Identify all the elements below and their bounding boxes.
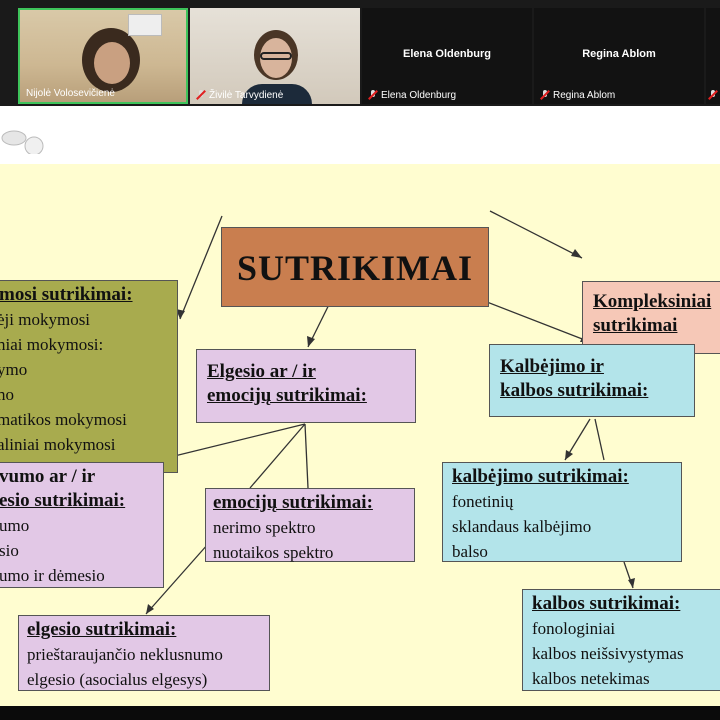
speaking-item: fonetinių	[452, 492, 514, 511]
behavior-item: prieštaraujančio neklusnumo	[27, 645, 223, 664]
participant-name: Nijolė Volosevičienė	[26, 88, 115, 99]
speaking-heading: kalbėjimo sutrikimai:	[452, 466, 629, 487]
mic-muted-icon	[540, 90, 550, 100]
learning-item: niai mokymosi:	[0, 335, 104, 354]
language-item: fonologiniai	[532, 619, 616, 638]
learning-item: ėji mokymosi	[0, 310, 91, 329]
shared-screen: SUTRIKIMAI mosi sutrikimai: ėji mokymosi…	[0, 106, 720, 706]
attention-item: umo ir dėmesio	[0, 566, 105, 585]
complex-line2: sutrikimai	[593, 315, 678, 336]
behavior-heading: elgesio sutrikimai:	[27, 619, 177, 640]
emotion-heading: emocijų sutrikimai:	[213, 492, 373, 513]
participant-name: Regina Ablom	[540, 90, 615, 101]
behavior-item: elgesio (asocialus elgesys)	[27, 670, 208, 689]
participant-name-truncated	[708, 90, 720, 101]
learning-item: matikos mokymosi	[0, 410, 127, 429]
attention-disorders-box: vumo ar / ir esio sutrikimai: umo sio um…	[0, 462, 164, 588]
learning-item: ymo	[0, 360, 28, 379]
video-tile-overflow[interactable]	[706, 8, 720, 104]
learning-disorders-box: mosi sutrikimai: ėji mokymosi niai mokym…	[0, 280, 178, 473]
speech-language-line1: Kalbėjimo ir	[500, 356, 604, 377]
learning-item: aliniai mokymosi	[0, 435, 116, 454]
language-item: kalbos netekimas	[532, 669, 650, 688]
speech-language-line2: kalbos sutrikimai:	[500, 380, 649, 401]
glasses	[260, 52, 292, 60]
speech-language-box: Kalbėjimo ir kalbos sutrikimai:	[489, 344, 695, 417]
attention-line1: vumo ar / ir	[0, 466, 96, 487]
behavior-disorders-box: elgesio sutrikimai: prieštaraujančio nek…	[18, 615, 270, 691]
speaking-item: sklandaus kalbėjimo	[452, 517, 592, 536]
speaking-item: balso	[452, 542, 488, 561]
emotion-item: nerimo spektro	[213, 518, 316, 537]
participant-name: Elena Oldenburg	[368, 90, 456, 101]
video-tile-elena[interactable]: Elena Oldenburg Elena Oldenburg	[362, 8, 532, 104]
learning-heading: mosi sutrikimai:	[0, 284, 133, 305]
speaking-disorders-box: kalbėjimo sutrikimai: fonetinių sklandau…	[442, 462, 682, 562]
attention-item: umo	[0, 516, 30, 535]
behavior-emotion-line2: emocijų sutrikimai:	[207, 385, 367, 406]
attention-line2: esio sutrikimai:	[0, 490, 126, 511]
mic-muted-icon	[196, 90, 206, 100]
mic-muted-icon	[368, 90, 378, 100]
emotion-item: nuotaikos spektro	[213, 543, 334, 562]
video-tile-nijole[interactable]: Nijolė Volosevičienė	[18, 8, 188, 104]
language-heading: kalbos sutrikimai:	[532, 593, 681, 614]
participant-body	[242, 84, 312, 104]
language-disorders-box: kalbos sutrikimai: fonologiniai kalbos n…	[522, 589, 720, 691]
cursor-shape	[1, 130, 44, 154]
behavior-emotion-box: Elgesio ar / ir emocijų sutrikimai:	[196, 349, 416, 423]
bottom-bar	[0, 706, 720, 720]
video-gallery: Nijolė Volosevičienė Živilė Tarvydienė E…	[0, 0, 720, 106]
participant-display-name: Elena Oldenburg	[402, 48, 491, 60]
complex-line1: Kompleksiniai	[593, 291, 712, 312]
emotion-disorders-box: emocijų sutrikimai: nerimo spektro nuota…	[205, 488, 415, 562]
mic-muted-icon	[708, 90, 718, 100]
participant-name: Živilė Tarvydienė	[196, 90, 283, 101]
pointer-cursor-icon	[0, 110, 44, 154]
video-tile-regina[interactable]: Regina Ablom Regina Ablom	[534, 8, 704, 104]
presentation-slide: SUTRIKIMAI mosi sutrikimai: ėji mokymosi…	[0, 164, 720, 706]
wall-picture	[128, 14, 162, 36]
slide-title: SUTRIKIMAI	[221, 227, 489, 307]
participant-face	[94, 42, 130, 84]
participant-display-name: Regina Ablom	[582, 48, 656, 60]
attention-item: sio	[0, 541, 19, 560]
learning-item: no	[0, 385, 14, 404]
video-tile-zivile[interactable]: Živilė Tarvydienė	[190, 8, 360, 104]
language-item: kalbos neišsivystymas	[532, 644, 684, 663]
behavior-emotion-line1: Elgesio ar / ir	[207, 361, 316, 382]
complex-disorders-box: Kompleksiniai sutrikimai	[582, 281, 720, 354]
